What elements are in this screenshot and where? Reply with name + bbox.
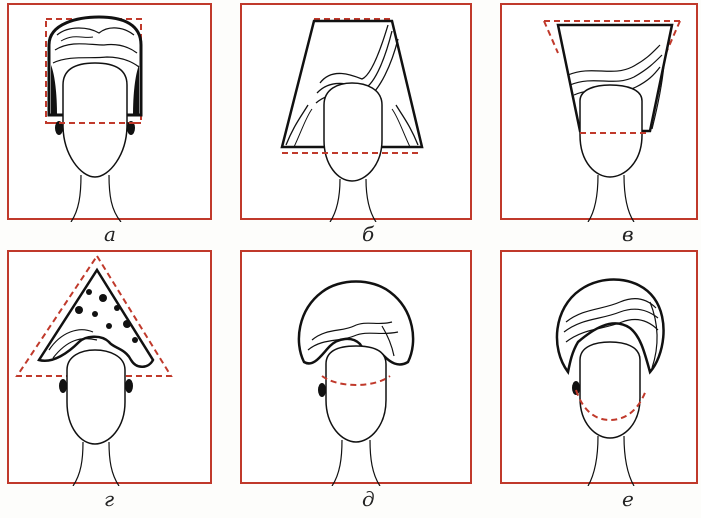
illustration-trapezoid-hairstyle — [242, 5, 474, 222]
caption-d: д — [362, 489, 375, 509]
panel-d — [240, 250, 472, 484]
panel-b — [240, 3, 472, 220]
caption-b: б — [362, 224, 374, 244]
panel-a — [7, 3, 212, 220]
caption-a: а — [104, 224, 116, 244]
illustration-rectangle-hairstyle — [9, 5, 214, 222]
illustration-inverted-trapezoid-hairstyle — [502, 5, 700, 222]
illustration-circle-hairstyle — [242, 252, 474, 486]
caption-e: е — [622, 489, 634, 509]
caption-g: г — [104, 489, 114, 509]
panel-g — [7, 250, 212, 484]
illustration-triangle-hairstyle — [9, 252, 214, 486]
illustration-oval-hairstyle — [502, 252, 700, 486]
caption-v: в — [622, 224, 634, 244]
panel-e — [500, 250, 698, 484]
panel-v — [500, 3, 698, 220]
